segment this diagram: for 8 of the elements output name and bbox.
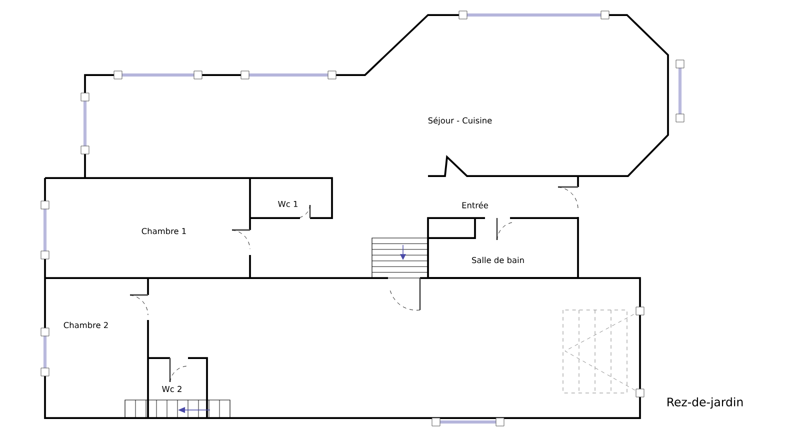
room-label: Chambre 2 (64, 322, 108, 328)
room-label: Chambre 1 (142, 228, 186, 234)
room-label: Wc 2 (162, 386, 182, 392)
room-label: Séjour - Cuisine (428, 116, 492, 126)
room-label: Salle de bain (472, 256, 524, 264)
plan-title: Rez-de-jardin (668, 397, 743, 409)
room-label: Entrée (462, 202, 488, 208)
room-label: Wc 1 (278, 200, 298, 208)
